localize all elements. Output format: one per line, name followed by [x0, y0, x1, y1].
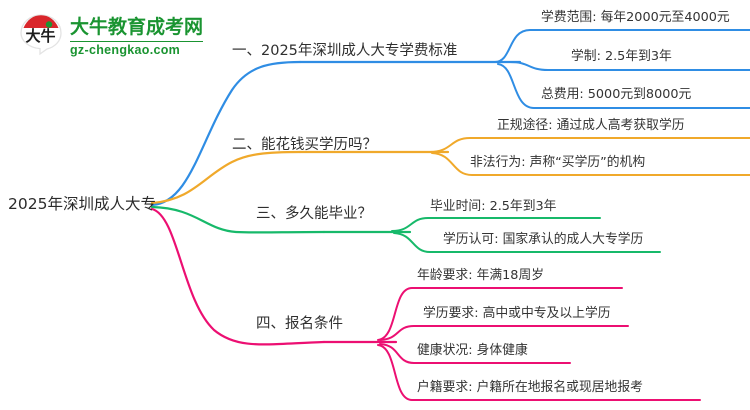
connector-branch-4-child-4 — [377, 344, 701, 401]
branch-3-label[interactable]: 三、多久能毕业？ — [256, 206, 372, 222]
branch-1-child-2-label[interactable]: 学制: 2.5年到3年 — [571, 49, 672, 64]
connector-branch-3-child-2 — [393, 232, 661, 253]
logo-text: 大牛教育成考网 gz-chengkao.com — [70, 12, 204, 57]
connector-branch-1-child-1 — [494, 29, 750, 63]
connector-branch-4-child-2 — [379, 325, 629, 341]
connector-branch-2-child-1 — [429, 137, 750, 153]
logo-subtitle: gz-chengkao.com — [70, 41, 204, 57]
branch-1-label[interactable]: 一、2025年深圳成人大专学费标准 — [232, 43, 458, 59]
connector-branch-3-child-1 — [391, 217, 601, 232]
branch-3-child-1-label[interactable]: 毕业时间: 2.5年到3年 — [430, 199, 557, 214]
branch-2-child-2-label[interactable]: 非法行为: 声称“买学历”的机构 — [470, 155, 646, 170]
connector-branch-4-child-3 — [379, 343, 571, 364]
branch-1-child-1-label[interactable]: 学费范围: 每年2000元至4000元 — [541, 10, 730, 25]
branch-2-child-1-label[interactable]: 正规途径: 通过成人高考获取学历 — [497, 118, 685, 133]
mindmap-root-node[interactable]: 2025年深圳成人大专 — [8, 195, 156, 213]
connector-root-branch-2 — [150, 150, 302, 205]
site-logo: 大牛 大牛教育成考网 gz-chengkao.com — [18, 10, 238, 60]
branch-4-child-4-label[interactable]: 户籍要求: 户籍所在地报名或现居地报考 — [417, 380, 643, 395]
logo-title: 大牛教育成考网 — [70, 16, 204, 38]
connector-root-branch-4 — [150, 207, 326, 346]
daniu-logo-icon: 大牛 — [20, 14, 62, 56]
connector-branch-4-child-1 — [377, 287, 623, 341]
connector-branch-1-child-3 — [497, 63, 750, 109]
branch-4-label[interactable]: 四、报名条件 — [256, 316, 343, 332]
connector-branch-1-child-2 — [509, 61, 750, 71]
connector-root-branch-1 — [150, 60, 302, 207]
branch-4-child-3-label[interactable]: 健康状况: 身体健康 — [417, 343, 528, 358]
branch-4-child-2-label[interactable]: 学历要求: 高中或中专及以上学历 — [423, 306, 611, 321]
connector-root-branch-3 — [150, 205, 326, 234]
branch-1-child-3-label[interactable]: 总费用: 5000元到8000元 — [541, 87, 692, 102]
connector-branch-2-child-2 — [431, 152, 750, 176]
branch-3-child-2-label[interactable]: 学历认可: 国家承认的成人大专学历 — [443, 232, 644, 247]
branch-2-label[interactable]: 二、能花钱买学历吗？ — [232, 137, 377, 153]
branch-4-child-1-label[interactable]: 年龄要求: 年满18周岁 — [417, 268, 545, 283]
logo-mark-text: 大牛 — [25, 27, 55, 45]
